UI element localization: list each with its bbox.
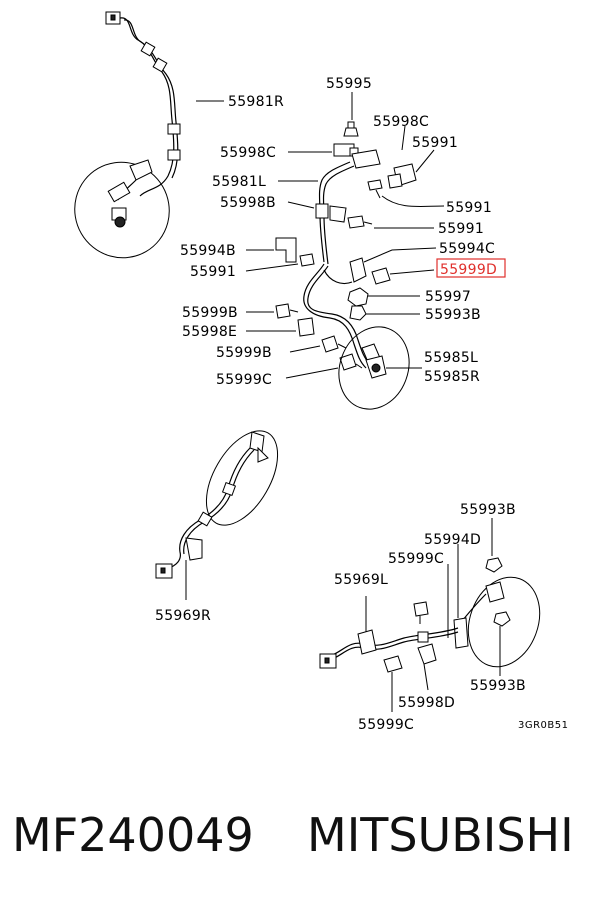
manufacturer: MITSUBISHI (307, 808, 574, 862)
harness-55969R: 55969R (155, 430, 279, 624)
bracket-55994D (453, 617, 469, 649)
label-55985L: 55985L (424, 350, 478, 366)
label-55999D: 55999D (440, 262, 497, 278)
label-55999B-a: 55999B (182, 305, 238, 321)
label-55985R: 55985R (424, 369, 480, 385)
drawing-code: 3GR0B51 (518, 720, 569, 731)
label-55998C-right: 55998C (373, 114, 429, 130)
label-55995: 55995 (326, 76, 372, 92)
detail-circle-rear-sensor (74, 161, 170, 259)
label-55998B: 55998B (220, 195, 276, 211)
label-55998D: 55998D (398, 695, 455, 711)
label-55994C: 55994C (439, 241, 495, 257)
label-55991-d: 55991 (190, 264, 236, 280)
bracket-55994B (275, 237, 297, 263)
label-55999C-c: 55999C (358, 717, 414, 733)
label-55997: 55997 (425, 289, 471, 305)
harness-55981R: 55981R (74, 11, 284, 259)
label-55991-b: 55991 (446, 200, 492, 216)
label-55991-a: 55991 (412, 135, 458, 151)
label-55969R: 55969R (155, 608, 211, 624)
label-55991-c: 55991 (438, 221, 484, 237)
label-55998C-left: 55998C (220, 145, 276, 161)
label-55993B-c: 55993B (470, 678, 526, 694)
label-55999C-a: 55999C (216, 372, 272, 388)
label-55981L: 55981L (212, 174, 266, 190)
detail-circle-55969R (205, 430, 279, 526)
connector-pin (110, 14, 116, 21)
highlight-box-55999D (436, 258, 506, 278)
detail-circle-55969L (467, 576, 541, 668)
label-55981R: 55981R (228, 94, 284, 110)
label-55999C-b: 55999C (388, 551, 444, 567)
label-55999B-b: 55999B (216, 345, 272, 361)
part-number: MF240049 (12, 808, 254, 862)
front-sensor-assembly: 55995 55998C 55998C 55991 55991 55981L 5… (180, 76, 506, 410)
label-55994D: 55994D (424, 532, 481, 548)
label-55994B: 55994B (180, 243, 236, 259)
label-55993B-a: 55993B (425, 307, 481, 323)
harness-55969L: 55993B 55993B 55994D 55999C 55969L 55998… (319, 502, 569, 733)
label-55998E: 55998E (182, 324, 237, 340)
label-55969L: 55969L (334, 572, 388, 588)
part-55995-cap (343, 127, 359, 137)
detail-circle-front-sensor (338, 326, 410, 410)
label-55993B-b: 55993B (460, 502, 516, 518)
